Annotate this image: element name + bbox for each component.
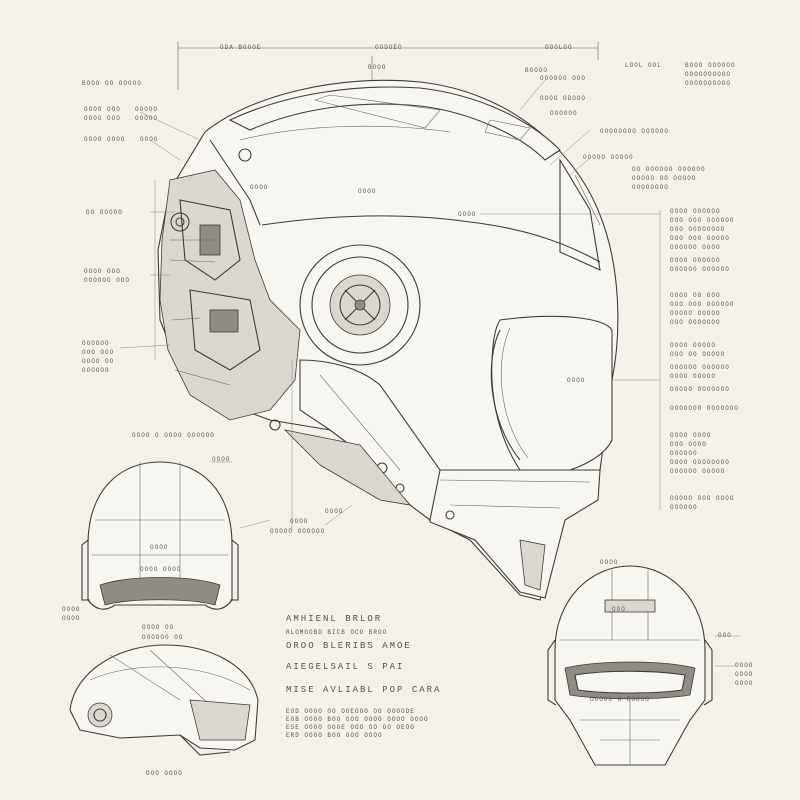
callout-label: OOOO OOOO: [140, 566, 182, 573]
callout-label: OOOOO OOOOOO: [270, 528, 326, 535]
callout-label: OOOO OOOOOOOO: [670, 459, 730, 466]
callout-label: OOO OOOOOOO: [670, 319, 721, 326]
spec-line: OROO BLERIBS AMOE: [286, 641, 412, 651]
spec-line: AIEGELSAIL S PAI: [286, 662, 405, 672]
callout-label: OOOO O OOOO OOOOOO: [132, 432, 215, 439]
callout-label: OOO OOO: [82, 349, 115, 356]
spec-line: MISE AVLIABL POP CARA: [286, 685, 442, 695]
callout-label: OOOOO OOOOO: [583, 154, 634, 161]
callout-label: OOO: [718, 632, 732, 639]
front-view-small: [81, 461, 239, 610]
callout-label: OOOO: [600, 559, 619, 566]
callout-label: OOOO OOOOO: [670, 373, 717, 380]
callout-label: OOOO: [62, 615, 81, 622]
callout-label: OOOO OOOO: [670, 432, 712, 439]
callout-label: OOO: [612, 606, 626, 613]
callout-label: OOOOOOOO OOOOOO: [600, 128, 670, 135]
callout-label: OOOOOOO OOOOOOO: [670, 405, 740, 412]
callout-label: OOOO: [458, 211, 477, 218]
callout-label: OOO OOOOOOOO: [670, 226, 726, 233]
callout-label: OOOO: [735, 662, 754, 669]
callout-label: OOOOOO: [670, 504, 698, 511]
callout-label: OOOO OO: [142, 624, 175, 631]
callout-label: OOOO OO OOO: [670, 292, 721, 299]
callout-label: OOOO OOO: [84, 106, 121, 113]
callout-label: OOOO: [358, 188, 377, 195]
callout-label: LOOL OOL: [625, 62, 662, 69]
callout-label: OOOOOO: [82, 367, 110, 374]
callout-label: OOOOO OOO OOOO: [670, 495, 735, 502]
callout-label: BOOO OOOOOO: [685, 62, 736, 69]
spec-detail: ERD OOOO BOO OOO OOOO: [286, 732, 383, 739]
spec-detail: ESE OOOO OOOE OOO OO OO OEOO: [286, 724, 415, 731]
spec-title: AMHIENL BRLOR: [286, 614, 383, 624]
callout-label: OOOOOO OO: [142, 634, 184, 641]
callout-label: OOOOO OOOOOOO: [670, 386, 730, 393]
callout-label: OOOOOO OOO: [540, 75, 587, 82]
callout-label: OOOO OOO: [84, 115, 121, 122]
callout-label: OOOO ODOOO: [540, 95, 587, 102]
callout-label: OOO OOOO: [146, 770, 183, 777]
callout-label: OOOO OOOOO: [670, 342, 717, 349]
callout-label: OOO OOO OOOOOO: [670, 301, 735, 308]
callout-label: OOOO: [150, 544, 169, 551]
callout-label: OOOO: [735, 671, 754, 678]
callout-label: BOOOO: [525, 67, 549, 74]
callout-label: BOOO OO OOOOO: [82, 80, 142, 87]
callout-label: OOOOO OO OOOOO: [632, 175, 697, 182]
callout-label: OOOO: [567, 377, 586, 384]
callout-label: OOOO OOO: [84, 268, 121, 275]
callout-label: OOOOOO OOOO: [670, 244, 721, 251]
dim-label: OOOLOO: [545, 44, 573, 51]
callout-label: OOOOOO OOOOO: [670, 468, 726, 475]
callout-label: OOOO: [735, 680, 754, 687]
front-view-large: [547, 565, 713, 766]
callout-label: OOOOO O OOOOO: [590, 696, 650, 703]
callout-label: OOOO: [325, 508, 344, 515]
callout-label: OOOOOO OOO: [84, 277, 131, 284]
callout-label: OOOOO: [135, 106, 159, 113]
callout-label: OOOOOOOOOO: [685, 71, 732, 78]
callout-label: OOOOO: [135, 115, 159, 122]
side-view-small: [69, 644, 259, 756]
callout-label: OOOOOO OOOOOO: [670, 364, 730, 371]
callout-label: OOOO OOOOOO: [670, 257, 721, 264]
callout-label: OOOOOO: [550, 110, 578, 117]
dim-label: OODOEO: [375, 44, 403, 51]
callout-leader-lines: [119, 79, 661, 530]
callout-label: OOO OO OOOOO: [670, 351, 726, 358]
callout-label: OO OOOOOO OOOOOO: [632, 166, 706, 173]
callout-label: OOOO: [212, 456, 231, 463]
callout-label: OOOOOO: [82, 340, 110, 347]
callout-label: OOOO OOOO: [84, 136, 126, 143]
spec-subtitle: RLOMGOBD BICB OCO BROO: [286, 629, 388, 636]
callout-label: OOOOOO OOOOOO: [670, 266, 730, 273]
callout-label: OOOO: [250, 184, 269, 191]
callout-label: OOOO OOOOOO: [670, 208, 721, 215]
secondary-leader-lines: [210, 461, 740, 667]
callout-label: OOOOOOOOOO: [685, 80, 732, 87]
spec-detail: EOD OOOO OO OOEOOO OO OOOODE: [286, 708, 415, 715]
callout-label: OOOO: [62, 606, 81, 613]
callout-label: OOO OOO OOOOO: [670, 235, 730, 242]
callout-label: OO OOOOO: [86, 209, 123, 216]
callout-label: OOOOOOOO: [632, 184, 669, 191]
callout-label: OOOO: [140, 136, 159, 143]
callout-label: OOO OOOO: [670, 441, 707, 448]
callout-label: OOO OOO OOOOOO: [670, 217, 735, 224]
main-helmet-side-view: [157, 79, 619, 601]
callout-label: OOOOO OOOOO: [670, 310, 721, 317]
callout-label: OOOOOO: [670, 450, 698, 457]
callout-label: OOOO: [290, 518, 309, 525]
callout-label: OOOO OO: [82, 358, 115, 365]
spec-detail: EOB OOOO BOO OOO OOOO OOOO OOOO: [286, 716, 429, 723]
dim-label: ODA BOOOE: [220, 44, 262, 51]
callout-label: BOOO: [368, 64, 387, 71]
